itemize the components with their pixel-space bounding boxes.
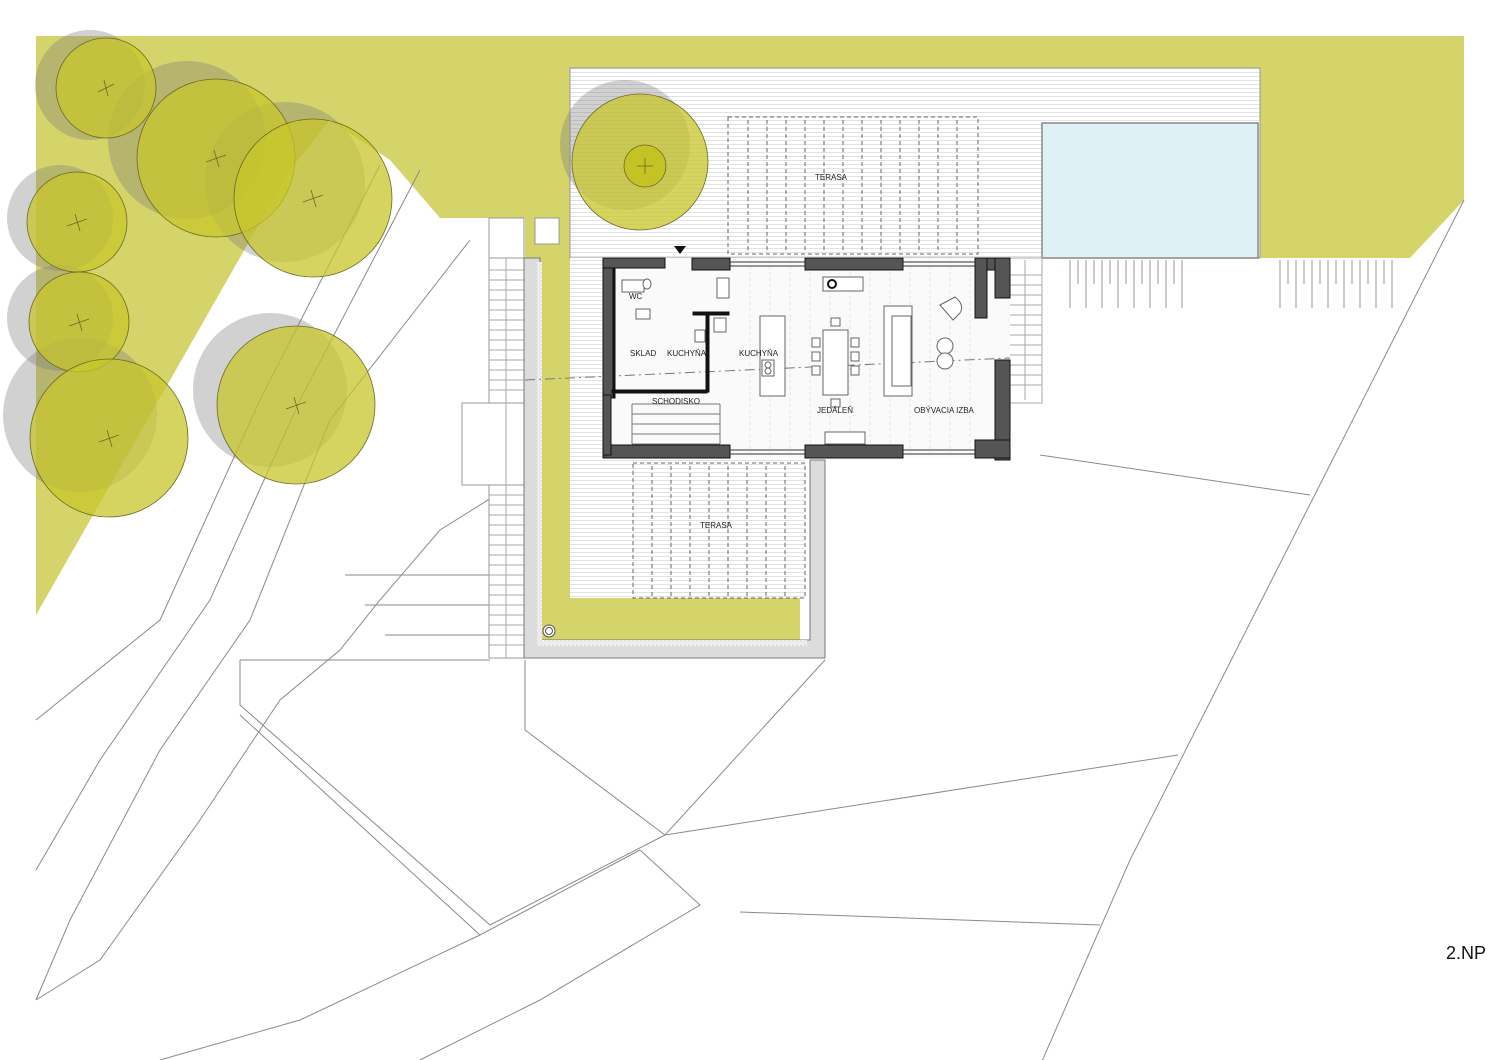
room-label-terasa-south: TERASA: [700, 521, 733, 530]
trees: [3, 30, 709, 518]
entry-stairs: [461, 217, 560, 659]
entrance-arrow-icon: [674, 246, 686, 254]
pergola-south: [632, 462, 806, 599]
drawing-level-label: 2.NP: [1445, 943, 1486, 963]
paving-border: [523, 257, 826, 659]
furniture: [621, 276, 963, 445]
walls: [602, 257, 1011, 461]
tree-markers: [66, 79, 653, 448]
kitchen-island: [759, 315, 786, 397]
interior-stairs: [631, 403, 721, 445]
slope-ticks: [1069, 260, 1393, 308]
room-label-obyvacia-izba: OBÝVACIA IZBA: [914, 406, 975, 415]
room-label-jedalen: JEDÁLEŇ: [817, 406, 853, 415]
coffee-table: [936, 337, 954, 355]
room-label-schodisko: SCHODISKO: [652, 397, 700, 406]
drain-icon: [542, 624, 556, 638]
room-label-kuchyna-2: KUCHYŇA: [739, 349, 779, 358]
dining-table: [822, 329, 849, 396]
armchair: [939, 296, 963, 321]
east-stairs: [1007, 257, 1043, 404]
swimming-pool: [1041, 122, 1259, 259]
room-label-terasa-north: TERASA: [815, 173, 848, 182]
room-label-sklad: SKLAD: [630, 349, 656, 358]
pergola-north: [727, 116, 979, 255]
windows: [730, 261, 975, 455]
site-contours: [35, 164, 1465, 1060]
room-label-wc: WC: [629, 292, 643, 301]
dining-chairs: [811, 317, 860, 408]
room-label-kuchyna-1: KUCHYŇA: [667, 349, 707, 358]
